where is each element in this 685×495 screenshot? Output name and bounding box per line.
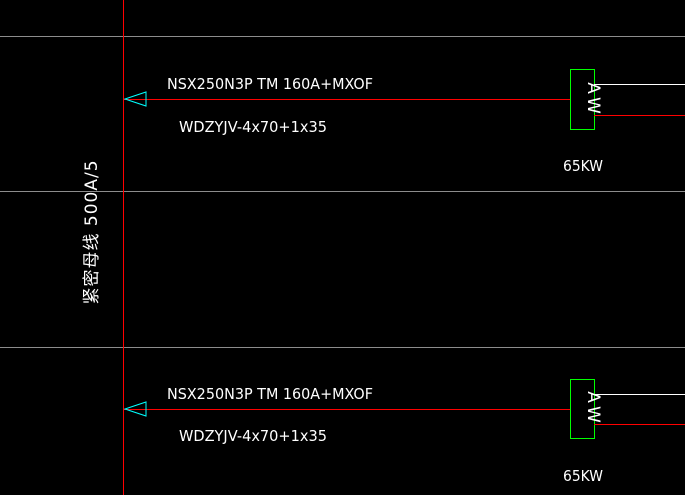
breaker-spec-2: NSX250N3P TM 160A+MXOF <box>167 385 373 403</box>
cable-spec-1: WDZYJV-4x70+1x35 <box>179 118 327 136</box>
meter-label-1: AW <box>583 82 603 118</box>
breaker-arrow-1 <box>123 91 147 107</box>
meter-label-2: AW <box>583 391 603 427</box>
meter-box-2 <box>570 379 595 439</box>
power-rating-1: 65KW <box>563 157 603 175</box>
breaker-arrow-2 <box>123 401 147 417</box>
meter-box-1 <box>570 69 595 130</box>
busbar-label: 紧密母线 500A/5 <box>82 159 102 304</box>
circuit-1: NSX250N3P TM 160A+MXOF WDZYJV-4x70+1x35 … <box>123 69 685 175</box>
circuit-2: NSX250N3P TM 160A+MXOF WDZYJV-4x70+1x35 … <box>123 379 685 485</box>
cable-spec-2: WDZYJV-4x70+1x35 <box>179 427 327 445</box>
breaker-spec-1: NSX250N3P TM 160A+MXOF <box>167 75 373 93</box>
power-rating-2: 65KW <box>563 467 603 485</box>
